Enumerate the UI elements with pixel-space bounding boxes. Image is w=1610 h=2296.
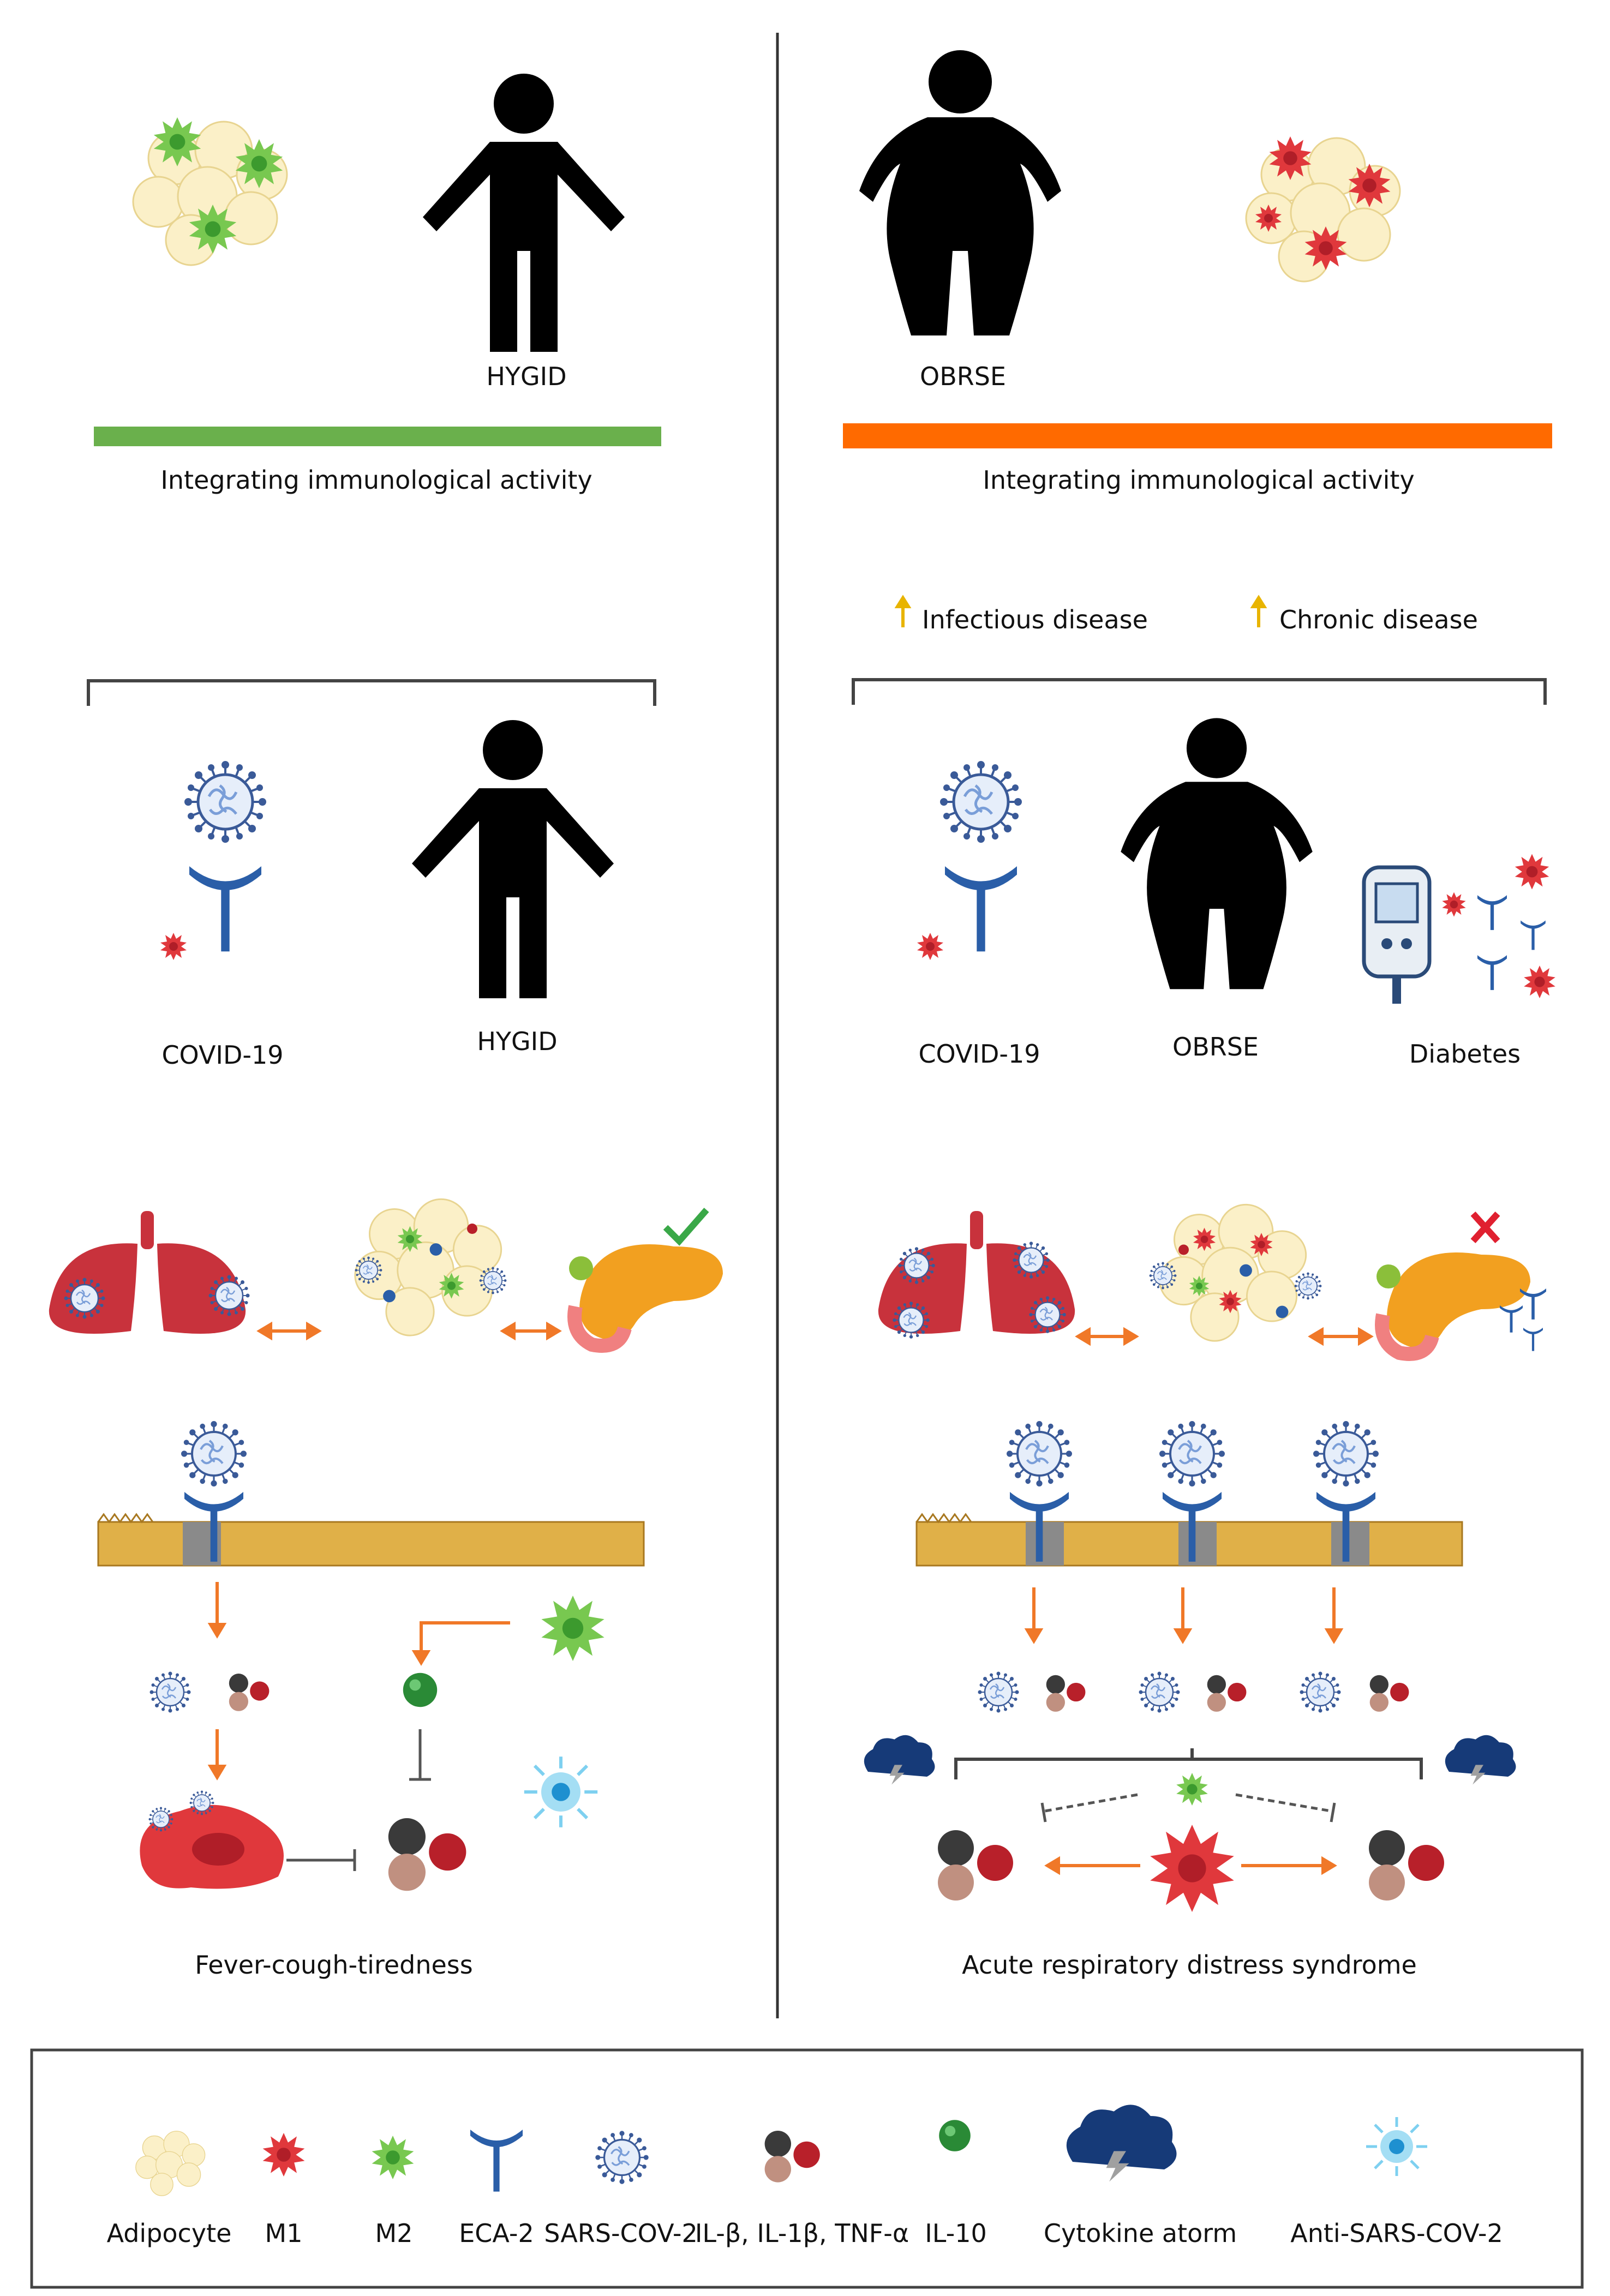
left-outcome-label: Fever-cough-tiredness <box>195 1950 472 1980</box>
cytokines-icon-right-left <box>938 1830 1013 1901</box>
legend-label-cytokines: IL-β, IL-1β, TNF-α <box>695 2219 909 2248</box>
x-mark-icon <box>1470 1211 1500 1244</box>
left-bracket <box>87 679 656 706</box>
legend: Adipocyte M1 M2 ECA-2 SARS-COV-2 IL-β, I… <box>30 2048 1584 2289</box>
checkmark-icon <box>663 1208 709 1246</box>
m2-macrophage-icon-right <box>1176 1773 1208 1806</box>
cytokines-icon-2 <box>388 1818 466 1891</box>
risk-chronic: Chronic disease <box>1279 605 1478 634</box>
legend-storm <box>1066 2105 1177 2182</box>
legend-anti <box>1366 2117 1427 2176</box>
arrow-fat-pancreas <box>500 1321 562 1341</box>
right-person-label: OBRSE <box>920 362 1006 391</box>
legend-label-anti: Anti-SARS-COV-2 <box>1290 2219 1503 2248</box>
left-panel: HYGID Integrating immunological activity… <box>49 74 723 1980</box>
obese-person-icon <box>859 50 1061 335</box>
diabetes-label: Diabetes <box>1409 1039 1521 1069</box>
il-10-icon <box>403 1672 438 1707</box>
adipocyte-cluster <box>132 117 288 266</box>
inhibit-line-2 <box>286 1849 356 1871</box>
m2-macrophage-icon <box>541 1596 605 1661</box>
legend-adipocyte <box>135 2131 206 2196</box>
legend-label-adipocyte: Adipocyte <box>107 2219 232 2248</box>
ace2-cluster-icon <box>1442 854 1555 998</box>
right-activity-bar <box>843 423 1552 448</box>
storm-arrows <box>1044 1856 1337 1875</box>
right-outcome-label: Acute respiratory distress syndrome <box>962 1950 1417 1980</box>
anti-sars-cov-2-icon <box>524 1757 597 1827</box>
cytokines-icon <box>229 1674 270 1711</box>
right-bracket <box>852 678 1547 705</box>
right-person-label-2: OBRSE <box>1172 1032 1259 1062</box>
cytokine-storm-icon-2 <box>1445 1735 1516 1785</box>
inflamed-adipocyte-cluster <box>1245 136 1401 283</box>
virus-cytokine-groups <box>977 1671 1409 1713</box>
virus-particle-icon <box>149 1671 191 1713</box>
pancreas-icon-right <box>1376 1252 1530 1354</box>
legend-label-storm: Cytokine atorm <box>1044 2219 1237 2248</box>
left-person-label: HYGID <box>486 362 566 391</box>
up-arrow-icon <box>894 595 912 627</box>
virus-receptor-icon-right <box>940 761 1022 952</box>
risk-infectious: Infectious disease <box>922 605 1148 634</box>
up-arrow-icon-2 <box>1250 595 1267 627</box>
legend-label-ace2: ECA-2 <box>459 2219 534 2248</box>
m1-macrophage-icon-right <box>917 933 943 960</box>
lungs-icon <box>49 1211 250 1334</box>
inhibit-line <box>409 1729 431 1781</box>
healthy-person-icon-2 <box>412 720 614 998</box>
storm-bracket <box>954 1748 1423 1779</box>
pancreas-icon <box>569 1244 723 1346</box>
right-bar-label: Integrating immunological activity <box>983 465 1414 495</box>
inflamed-adipose-tissue-icon <box>1148 1203 1322 1342</box>
legend-label-virus: SARS-COV-2 <box>544 2219 697 2248</box>
legend-label-m1: M1 <box>265 2219 303 2248</box>
epithelium-icon <box>97 1513 645 1567</box>
legend-m2 <box>372 2136 414 2179</box>
legend-il-10 <box>939 2120 971 2151</box>
m1-macrophage-large-icon <box>1150 1825 1234 1912</box>
m1-macrophage-icon <box>160 933 187 960</box>
infected-m1-cell-icon <box>140 1790 284 1889</box>
legend-ace2 <box>470 2130 523 2192</box>
right-flow-arrows <box>1024 1587 1344 1644</box>
right-panel: OBRSE Integrating immunological activity… <box>843 50 1555 1980</box>
legend-cytokines <box>764 2131 820 2183</box>
epithelium-icon-right <box>915 1513 1463 1567</box>
virus-receptor-icon <box>184 761 266 952</box>
legend-m1 <box>262 2133 305 2177</box>
obese-person-icon-2 <box>1121 718 1313 990</box>
left-bar-label: Integrating immunological activity <box>160 465 592 495</box>
arrow-fat-pancreas-right <box>1308 1327 1374 1346</box>
cytokines-icon-right-right <box>1369 1830 1444 1901</box>
healthy-person-icon <box>423 74 625 352</box>
lungs-icon-right <box>878 1211 1075 1339</box>
legend-label-m2: M2 <box>375 2219 413 2248</box>
legend-box <box>30 2048 1584 2289</box>
glucometer-icon <box>1362 865 1432 1004</box>
legend-label-il-10: IL-10 <box>925 2219 987 2248</box>
legend-virus <box>594 2130 650 2185</box>
left-person-label-2: HYGID <box>477 1027 557 1056</box>
arrow-lung-fat-right <box>1075 1327 1139 1346</box>
adipose-tissue-icon <box>354 1198 507 1336</box>
dashed-inhibit-lines <box>1040 1793 1336 1823</box>
left-virus-label: COVID-19 <box>161 1040 283 1070</box>
cytokine-storm-icon <box>864 1735 935 1785</box>
right-virus-label: COVID-19 <box>918 1039 1040 1069</box>
arrow-lung-fat <box>256 1321 322 1341</box>
left-activity-bar <box>94 427 661 446</box>
left-flow-arrows <box>207 1582 510 1781</box>
